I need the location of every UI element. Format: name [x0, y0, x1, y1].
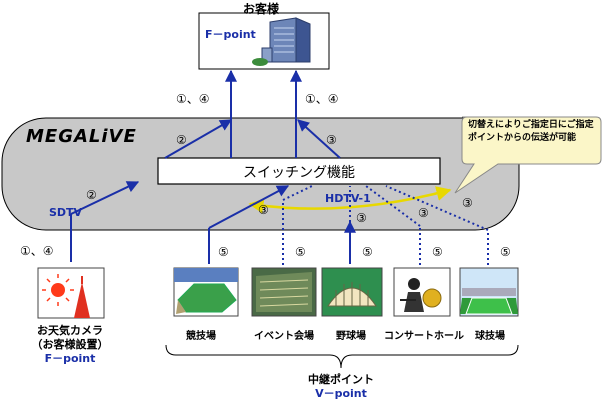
camera-label-1: お天気カメラ	[37, 324, 103, 337]
label-five-3: ⑤	[362, 245, 373, 259]
label-camera-link: ①、④	[20, 244, 54, 258]
label-two-a: ②	[176, 133, 187, 147]
label-three-a: ③	[326, 133, 337, 147]
customer-title: お客様	[243, 2, 280, 16]
stadium-icon	[173, 267, 239, 317]
label-three-d: ③	[418, 206, 429, 220]
label-up-right: ①、④	[305, 92, 339, 106]
customer-point: F－point	[205, 28, 256, 41]
baseball-stadium-icon	[321, 267, 383, 317]
relay-title: 中継ポイント	[308, 373, 374, 386]
callout-bubble	[454, 116, 602, 194]
label-three-c: ③	[356, 211, 367, 225]
label-up-left: ①、④	[176, 92, 210, 106]
venue-label-ball-field: 球技場	[475, 331, 505, 342]
event-hall-icon	[251, 267, 317, 317]
venue-label-concert-hall: コンサートホール	[384, 331, 464, 342]
building-icon	[252, 17, 311, 66]
label-five-1: ⑤	[218, 245, 229, 259]
relay-bracket	[165, 344, 519, 369]
venue-label-event-hall: イベント会場	[254, 331, 314, 342]
megalive-logo: MEGALiVE	[26, 126, 137, 147]
hdtv-label: HDTV-1	[325, 192, 371, 205]
switch-double-arrow	[248, 186, 452, 214]
switch-box	[157, 157, 441, 185]
callout-text: 切替えによりご指定日にご指定ポイントからの伝送が可能	[468, 120, 594, 143]
switch-label: スイッチング機能	[243, 165, 355, 181]
label-five-4: ⑤	[432, 245, 443, 259]
venue-label-baseball: 野球場	[336, 331, 366, 342]
ball-field-icon	[459, 267, 519, 317]
label-three-b: ③	[258, 203, 269, 217]
concert-hall-icon	[393, 267, 451, 317]
camera-label-2: （お客様設置）	[31, 338, 109, 351]
label-three-e: ③	[462, 196, 473, 210]
camera-point: F－point	[44, 352, 96, 365]
label-five-2: ⑤	[295, 245, 306, 259]
label-two-b: ②	[86, 188, 97, 202]
relay-point: V－point	[315, 387, 367, 400]
sdtv-label: SDTV	[49, 206, 83, 219]
weather-camera-icon	[37, 267, 105, 319]
venue-label-stadium: 競技場	[186, 331, 216, 342]
label-five-5: ⑤	[500, 245, 511, 259]
